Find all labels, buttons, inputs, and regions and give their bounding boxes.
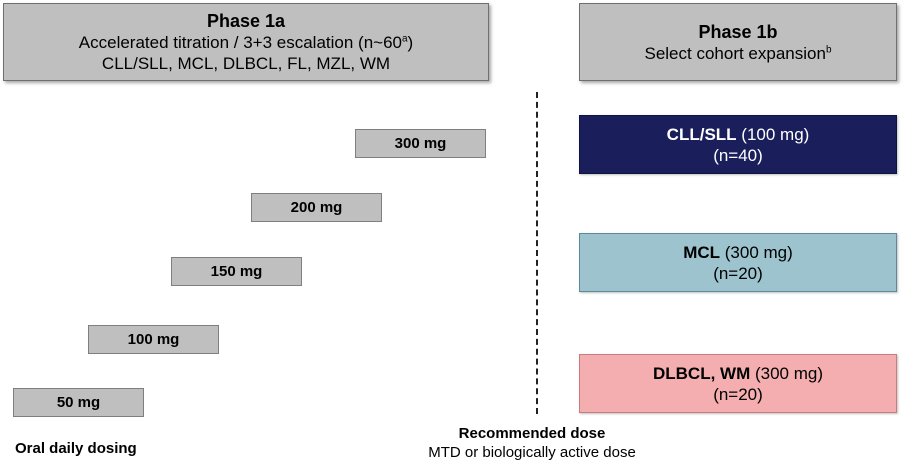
cohort-dlbcl-wm: DLBCL, WM (300 mg) (n=20) [579, 354, 897, 413]
recommended-dose-title: Recommended dose [458, 425, 606, 442]
cohort-cll-sll-n: (n=40) [713, 145, 763, 165]
cohort-dlbcl-wm-n: (n=20) [713, 384, 763, 404]
dose-step-200mg: 200 mg [251, 193, 382, 222]
phase-1a-box: Phase 1a Accelerated titration / 3+3 esc… [3, 3, 489, 81]
cohort-dlbcl-wm-label: DLBCL, WM (300 mg) [652, 363, 823, 383]
phase-1b-subtitle: Select cohort expansionb [644, 43, 832, 63]
dose-step-100mg: 100 mg [88, 325, 219, 354]
oral-daily-dosing-caption: Oral daily dosing [15, 440, 137, 457]
phase-1a-indications: CLL/SLL, MCL, DLBCL, FL, MZL, WM [101, 54, 391, 73]
cohort-cll-sll: CLL/SLL (100 mg) (n=40) [579, 115, 897, 174]
cohort-mcl: MCL (300 mg) (n=20) [579, 233, 897, 292]
recommended-dose-divider [536, 92, 538, 414]
cohort-mcl-n: (n=20) [713, 263, 763, 283]
recommended-dose-subtitle: MTD or biologically active dose [428, 444, 636, 461]
dose-step-300mg: 300 mg [355, 129, 486, 158]
phase-1b-box: Phase 1b Select cohort expansionb [579, 3, 897, 81]
phase-1a-title: Phase 1a [206, 11, 286, 31]
cohort-cll-sll-label: CLL/SLL (100 mg) [666, 124, 810, 144]
dose-step-150mg: 150 mg [171, 257, 302, 286]
recommended-dose-caption: Recommended dose MTD or biologically act… [400, 424, 664, 462]
cohort-mcl-label: MCL (300 mg) [683, 242, 793, 262]
phase-1b-title: Phase 1b [698, 21, 778, 42]
phase-1a-design: Accelerated titration / 3+3 escalation (… [78, 33, 414, 52]
dose-step-50mg: 50 mg [13, 388, 144, 417]
